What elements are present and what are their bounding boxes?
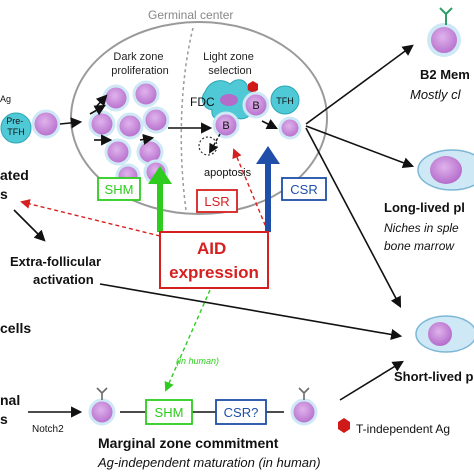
notch2-label: Notch2 — [32, 424, 64, 435]
to-extrafollicular-arrow — [13, 209, 46, 242]
lsr-label: LSR — [204, 194, 229, 209]
light-to-exit-arrow — [261, 118, 279, 130]
long-lived-label: Long-lived pl — [384, 200, 465, 215]
apoptosis-label: apoptosis — [204, 167, 252, 179]
csr-label-bottom: CSR? — [224, 405, 259, 420]
lsr-dashed-arrow-left — [20, 199, 161, 237]
b-cell-light-2 — [242, 91, 270, 119]
lsr-box — [196, 189, 238, 213]
t-independent-label: T-independent Ag — [356, 422, 450, 436]
csr-box-top — [281, 177, 327, 201]
marginal-b-cell-2 — [290, 387, 318, 426]
marginal-commitment-label: Marginal zone commitment — [98, 435, 279, 451]
shm-label-bottom: SHM — [155, 405, 184, 420]
gc-to-memory-arrow — [305, 44, 414, 125]
aid-label: AID expression — [169, 239, 259, 282]
niches-label: Niches in sple bone marrow — [384, 221, 462, 253]
apoptotic-cell — [198, 136, 218, 156]
tfh-label: TFH — [276, 96, 294, 106]
activated-b-cell — [31, 109, 61, 139]
pre-tfh-label: Pre- TFH — [6, 116, 26, 137]
dark-zone-arrows — [89, 94, 213, 146]
aid-expression-box — [159, 231, 269, 289]
shm-box-bottom — [145, 399, 193, 425]
extrafollicular-label: Extra-follicular activation — [10, 254, 105, 287]
activated-cells-label: ated s — [0, 167, 33, 202]
csr-box-bottom — [215, 399, 267, 425]
gc-to-shortlived-arrow — [305, 127, 402, 308]
tfh-cell — [270, 85, 300, 115]
memory-b-cell — [427, 7, 461, 57]
short-lived-label: Short-lived p — [394, 369, 474, 384]
shm-label-top: SHM — [105, 182, 134, 197]
marginal-cells-label: nal s — [0, 392, 24, 427]
short-lived-plasma-cell — [415, 315, 474, 353]
csr-arrowhead — [256, 146, 280, 164]
gc-to-longlived-arrow — [305, 125, 415, 169]
mostly-label: Mostly cl — [410, 87, 462, 102]
csr-label-top: CSR — [290, 182, 317, 197]
marginal-b-cell-1 — [88, 387, 116, 426]
aid-to-marginal-dashed-arrow — [164, 289, 211, 392]
fdc-nucleus — [220, 94, 238, 106]
shm-arrowhead — [148, 166, 172, 184]
light-zone-label: Light zone selection — [203, 51, 257, 77]
light-zone-exit-cell — [278, 116, 302, 140]
fdc-label: FDC — [190, 95, 215, 109]
shm-box-top — [97, 177, 141, 201]
b2-memory-label: B2 Mem — [420, 67, 470, 82]
zone-divider — [180, 27, 194, 211]
to-germinal-center-arrow — [59, 117, 83, 129]
b-cell-light-1 — [212, 111, 240, 139]
ag-independent-label: Ag-independent maturation (in human) — [97, 455, 321, 470]
ag-label-left: Ag — [0, 94, 11, 104]
apoptosis-arrow — [209, 133, 221, 154]
in-human-label: (in human) — [176, 356, 219, 366]
b-cell-label-2: B — [252, 100, 259, 112]
marginal-to-shortlived-arrow — [339, 360, 404, 401]
lsr-dashed-arrow-apoptosis — [232, 148, 269, 233]
pre-tfh-cell — [0, 112, 32, 144]
long-lived-plasma-cell — [417, 149, 474, 191]
cells-label: cells — [0, 320, 31, 336]
dark-zone-label: Dark zone proliferation — [111, 51, 168, 77]
germinal-center-title: Germinal center — [148, 8, 233, 22]
extrafollicular-to-shortlived-arrow — [99, 283, 403, 340]
antigen-red-hexagon — [248, 81, 258, 93]
dark-zone-cells — [88, 80, 170, 189]
b-cell-label-1: B — [222, 120, 229, 132]
t-independent-ag-icon — [338, 418, 350, 433]
